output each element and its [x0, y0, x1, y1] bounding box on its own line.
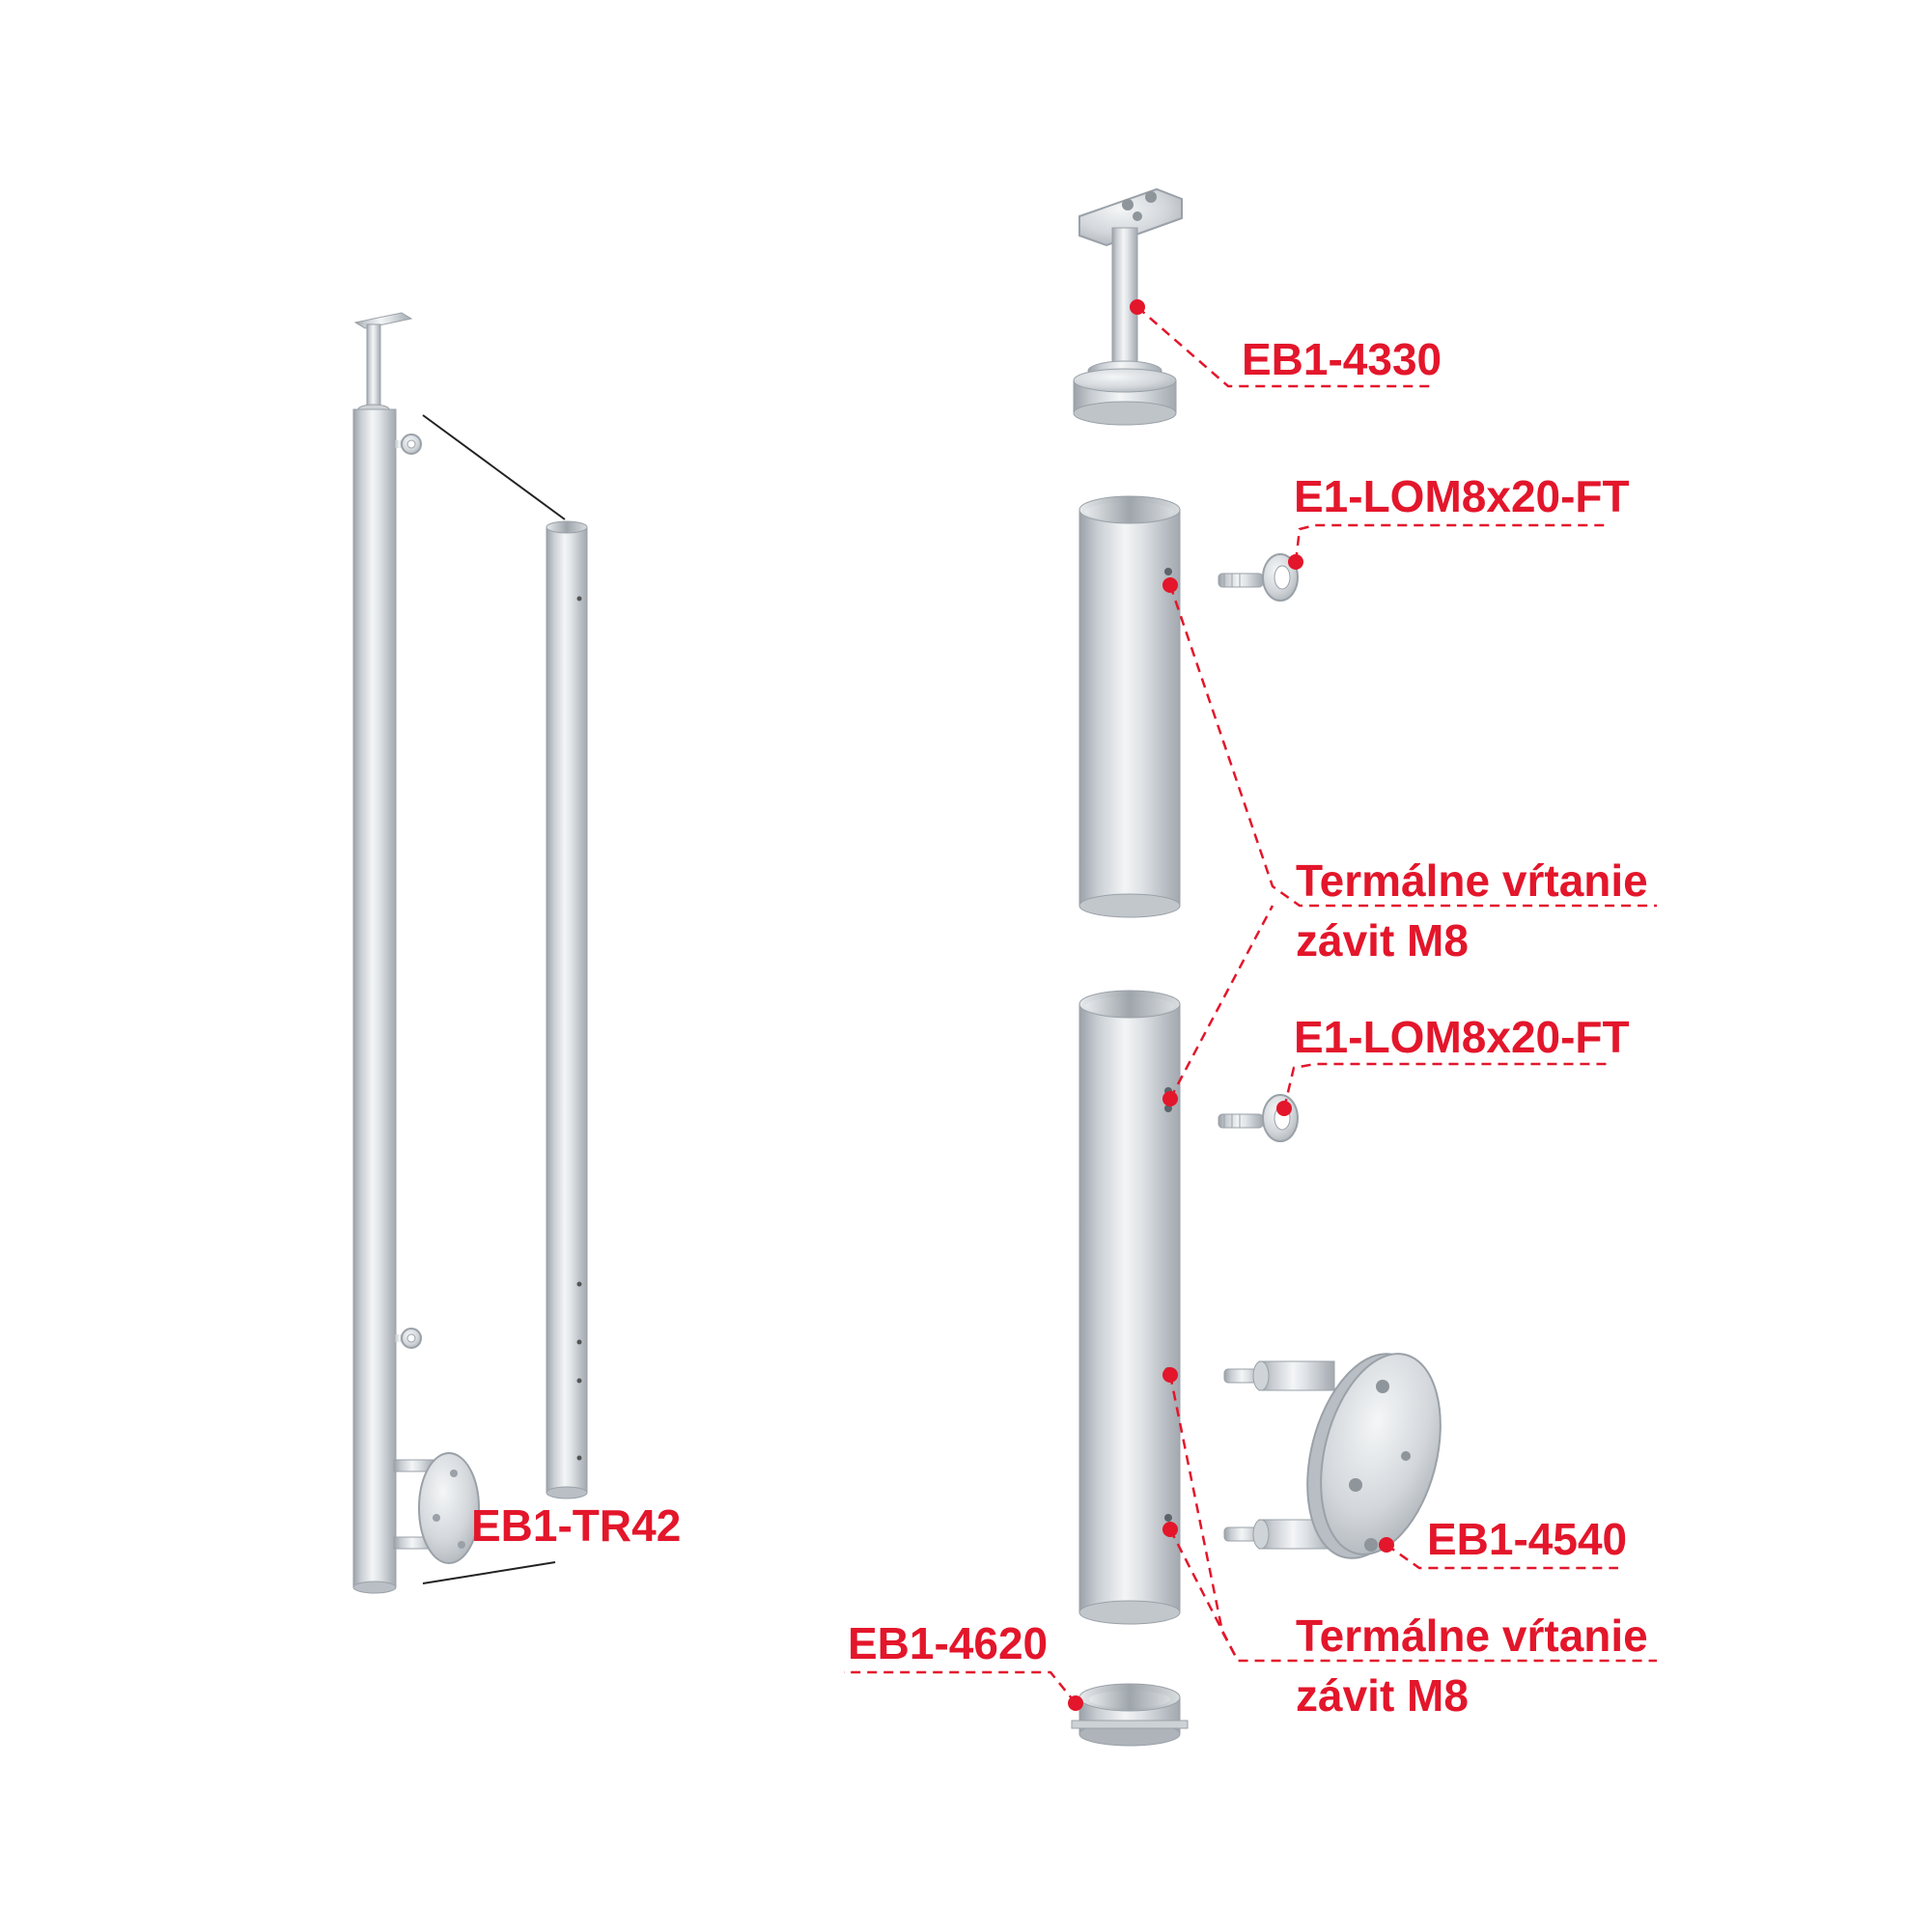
leader-drilling-1: [1168, 584, 1657, 908]
label-eye-bolt-1: E1-LOM8x20-FT: [1294, 471, 1630, 521]
label-drilling-1-line1: Termálne vŕtanie: [1296, 855, 1648, 906]
leader-top-holder: [1136, 306, 1433, 388]
assembled-top-plate: [353, 312, 413, 329]
part-end-cap: [1071, 1683, 1189, 1747]
part-top-holder: [1073, 187, 1183, 426]
assembled-post-tube: [352, 408, 397, 1588]
leader-drilling-1b: [1168, 905, 1274, 1100]
leader-eye-bolt-1: [1294, 523, 1607, 563]
dot-drilling-2b: [1162, 1522, 1178, 1537]
connector-line-top: [422, 414, 566, 520]
part-eye-bolt-upper: [1218, 553, 1299, 602]
part-lower-tube: [1078, 990, 1181, 1625]
label-drilling-1-line2: závit M8: [1296, 915, 1469, 966]
leader-side-flange: [1386, 1543, 1618, 1570]
bare-tube: [546, 520, 588, 1499]
assembled-side-flange: [393, 1452, 480, 1564]
assembled-eye-bolt-bottom: [394, 1328, 422, 1349]
dot-drilling-1b: [1162, 1091, 1178, 1106]
leader-eye-bolt-2: [1282, 1062, 1607, 1109]
leader-end-cap: [844, 1670, 1077, 1704]
label-tr42: EB1-TR42: [471, 1500, 681, 1551]
label-eye-bolt-2: E1-LOM8x20-FT: [1294, 1012, 1630, 1062]
leader-dots: [1068, 299, 1394, 1711]
leader-drilling-2b: [1168, 1528, 1240, 1662]
leader-lines: [844, 306, 1657, 1704]
dot-drilling-1a: [1162, 577, 1178, 593]
dot-end-cap: [1068, 1695, 1083, 1711]
part-upper-tube: [1078, 495, 1181, 918]
dot-side-flange: [1379, 1537, 1394, 1553]
dot-eye-bolt-1: [1288, 554, 1303, 570]
label-side-flange: EB1-4540: [1427, 1514, 1627, 1564]
assembled-top-stem: [366, 323, 381, 410]
label-end-cap: EB1-4620: [848, 1618, 1048, 1668]
connector-line-bottom: [422, 1561, 556, 1584]
dot-eye-bolt-2: [1276, 1101, 1292, 1116]
label-drilling-2-line1: Termálne vŕtanie: [1296, 1610, 1648, 1661]
label-drilling-2-line2: závit M8: [1296, 1670, 1469, 1721]
part-labels: EB1-TR42 EB1-4330 E1-LOM8x20-FT Termálne…: [471, 334, 1648, 1721]
label-top-holder: EB1-4330: [1242, 334, 1442, 384]
part-side-flange: [1223, 1353, 1442, 1559]
assembled-eye-bolt-top: [394, 434, 422, 455]
assembled-post: [352, 312, 566, 1594]
dot-top-holder: [1130, 299, 1145, 315]
dot-drilling-2a: [1162, 1367, 1178, 1383]
